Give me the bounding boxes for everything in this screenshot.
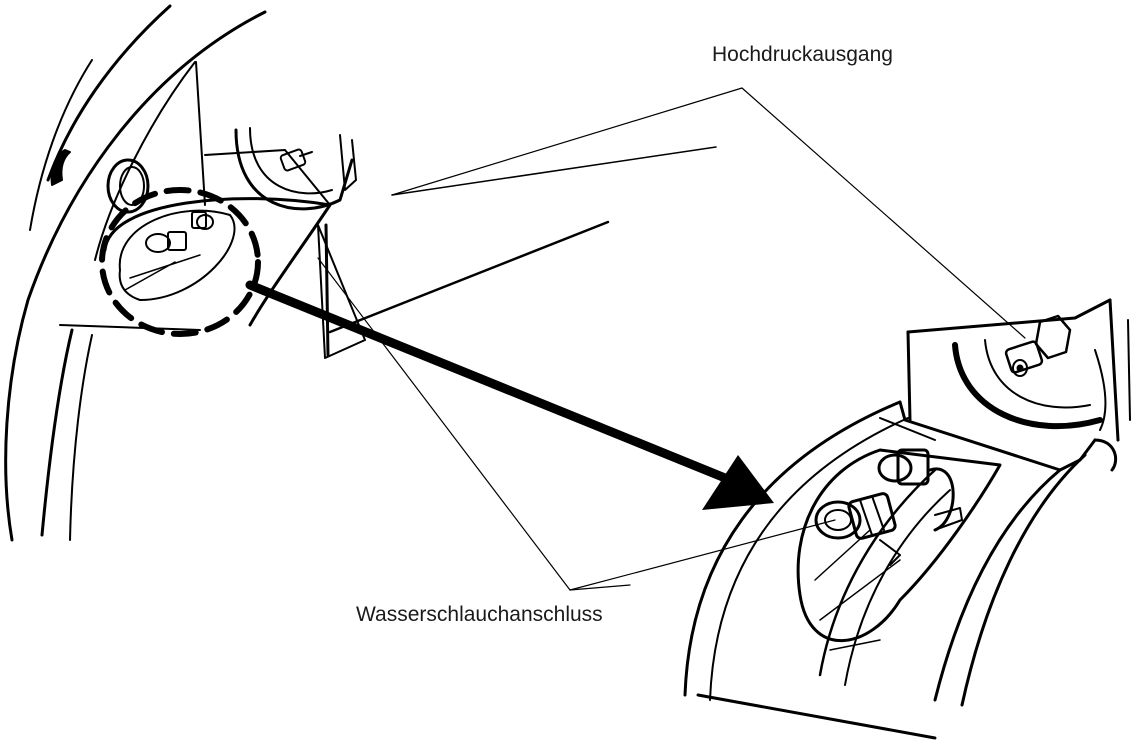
detail-bottom-edge <box>696 693 937 740</box>
highlight-circle <box>99 187 261 337</box>
body-panel-line <box>94 61 196 261</box>
detail-back-panel <box>906 298 1112 334</box>
body-lower-curve <box>40 328 74 537</box>
recess-opening <box>118 209 236 301</box>
round-port-inner <box>119 166 145 206</box>
detail-view <box>317 87 1131 740</box>
leader-lines <box>317 87 1026 591</box>
detail-outer-arc <box>683 400 902 697</box>
detail-recess-opening <box>796 448 1002 643</box>
water-hose-fitting <box>814 448 963 566</box>
side-plate <box>317 224 366 359</box>
outlet-housing <box>952 342 1103 430</box>
detail-outer-arc-2 <box>709 417 909 701</box>
body-curve-2 <box>29 59 93 231</box>
water-hose-connection-label: Wasserschlauchanschluss <box>356 603 603 626</box>
zoom-arrow <box>245 280 774 510</box>
body-lower-curve-2 <box>69 334 93 541</box>
arrowhead <box>702 455 774 510</box>
body-outer-curve <box>4 10 267 542</box>
side-bump <box>50 149 71 186</box>
high-pressure-fitting <box>1004 314 1072 377</box>
top-housing <box>234 128 354 211</box>
machine-overview <box>4 4 717 542</box>
recess-outer <box>103 197 332 327</box>
high-pressure-outlet-label: Hochdruckausgang <box>712 43 893 66</box>
